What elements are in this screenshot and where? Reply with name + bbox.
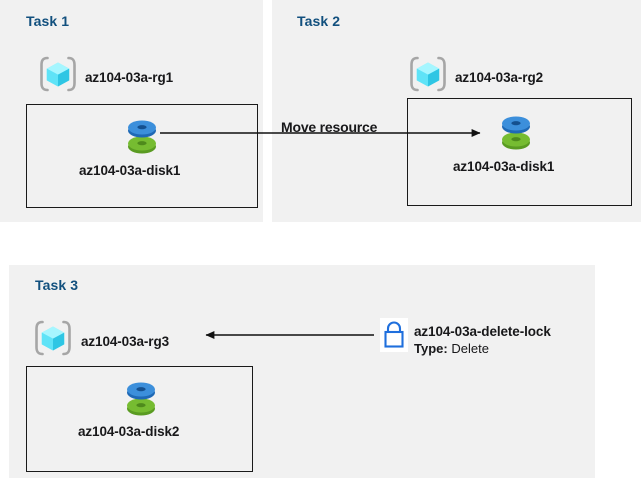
resource-group-icon [38,56,78,92]
managed-disk-icon [122,378,160,420]
delete-lock-type-value: Delete [451,341,489,356]
lock-applies-arrow [205,331,374,339]
move-resource-label: Move resource [281,119,378,135]
resource-group-3-label: az104-03a-rg3 [81,334,170,349]
managed-disk-icon [497,112,535,154]
delete-lock-type-key: Type: [414,341,448,356]
task-1-title: Task 1 [26,13,70,29]
task-2-title: Task 2 [297,13,341,29]
lock-icon [380,318,408,352]
disk-1-label-task1: az104-03a-disk1 [79,163,181,178]
resource-group-2-label: az104-03a-rg2 [455,70,544,85]
task-3-title: Task 3 [35,277,79,293]
move-resource-arrow [160,129,481,137]
resource-group-icon [33,320,73,356]
resource-group-1-label: az104-03a-rg1 [85,70,174,85]
delete-lock-label: az104-03a-delete-lock [414,324,551,339]
resource-group-icon [408,56,448,92]
disk-2-label-task3: az104-03a-disk2 [78,424,180,439]
disk-1-label-task2: az104-03a-disk1 [453,159,555,174]
resource-box-task2 [407,98,632,206]
managed-disk-icon [123,116,161,158]
delete-lock-type: Type: Delete [414,341,489,356]
